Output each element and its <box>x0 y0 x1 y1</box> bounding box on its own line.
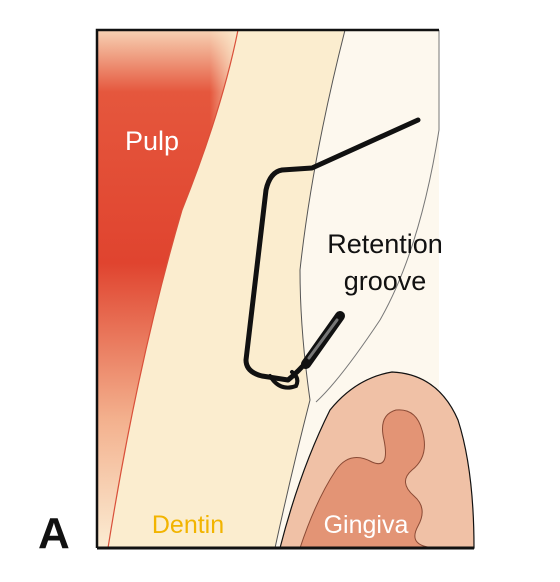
retention-groove-highlight <box>307 318 339 360</box>
tooth-outline <box>95 28 439 548</box>
gingiva-inner-folds <box>299 409 441 549</box>
panel-label: A <box>38 509 70 558</box>
retention-groove-label-line2: groove <box>344 266 427 296</box>
tooth-surface-line <box>315 30 440 403</box>
clasp-wire-tip <box>268 370 300 390</box>
pulp-boundary-line <box>107 29 239 549</box>
dentin-label: Dentin <box>152 511 224 539</box>
clasp-wire <box>243 117 421 383</box>
dentinoenamel-junction-line <box>274 29 346 549</box>
gingiva-label: Gingiva <box>324 511 409 539</box>
pulp-edge-shading <box>97 30 238 548</box>
retention-groove-label-line1: Retention <box>327 229 443 259</box>
pulp-label: Pulp <box>125 126 179 156</box>
